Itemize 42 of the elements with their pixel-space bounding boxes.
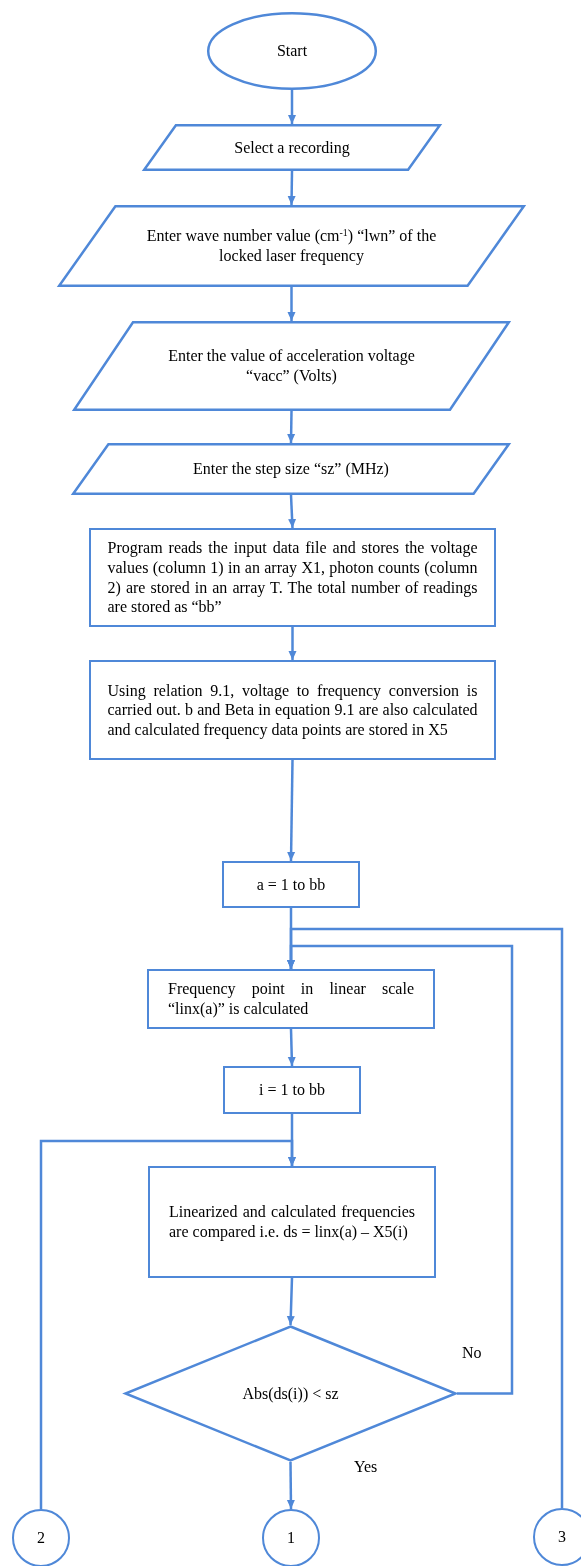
input-parallelogram bbox=[143, 124, 441, 171]
arrow bbox=[39, 1139, 296, 1509]
node-text: 1 bbox=[286, 1528, 296, 1548]
decision-diamond bbox=[124, 1325, 457, 1462]
process-box bbox=[89, 528, 496, 627]
arrow bbox=[287, 760, 296, 861]
node-text: 2 bbox=[36, 1528, 46, 1548]
connector-circle bbox=[262, 1509, 320, 1566]
process-box bbox=[222, 861, 360, 908]
node-text: Enter the step size “sz” (MHz) bbox=[192, 459, 390, 479]
node-text: Select a recording bbox=[233, 137, 351, 158]
arrow bbox=[287, 927, 564, 1508]
arrow bbox=[286, 1462, 295, 1509]
node-text: Start bbox=[275, 41, 309, 61]
node-text: Using relation 9.1, voltage to frequency conversion is carried out. b and Beta in equation 9.1 are also calculated and calculated frequency data points are stored in X5 bbox=[107, 680, 478, 740]
arrow bbox=[286, 1277, 295, 1326]
connector-circle bbox=[533, 1508, 581, 1566]
arrow bbox=[287, 171, 296, 205]
arrow bbox=[288, 90, 296, 124]
connector-circle bbox=[12, 1509, 70, 1566]
arrow bbox=[287, 410, 296, 444]
process-box bbox=[89, 660, 496, 760]
arrow bbox=[287, 1028, 296, 1067]
arrow bbox=[288, 494, 297, 529]
node-text: Abs(ds(i)) < sz bbox=[241, 1383, 340, 1404]
input-parallelogram bbox=[73, 321, 510, 411]
node-text: i = 1 to bb bbox=[258, 1080, 326, 1100]
process-box bbox=[147, 969, 435, 1029]
process-box bbox=[148, 1166, 436, 1278]
process-box bbox=[223, 1066, 361, 1114]
node-text: Linearized and calculated frequencies are compared i.e. ds = linx(a) – X5(i) bbox=[169, 1202, 415, 1242]
arrow bbox=[287, 287, 296, 321]
input-parallelogram bbox=[58, 205, 525, 287]
arrow bbox=[288, 627, 297, 660]
node-text: Enter the value of acceleration voltage “vacc” (Volts) bbox=[167, 346, 416, 386]
input-parallelogram bbox=[72, 443, 510, 495]
node-text: 3 bbox=[557, 1527, 567, 1547]
start-terminal bbox=[207, 12, 377, 90]
node-text: Enter wave number value (cm$^{-1}$) “lwn” of the locked laser frequency bbox=[145, 226, 438, 266]
node-text: Frequency point in linear scale “linx(a)” is calculated bbox=[168, 979, 414, 1019]
node-text: a = 1 to bb bbox=[255, 874, 327, 895]
node-text: Program reads the input data file and stores the voltage values (column 1) in an array X1, photon counts (column 2) are stored in an array T. The total number of readings are stored as “bb” bbox=[107, 538, 478, 617]
